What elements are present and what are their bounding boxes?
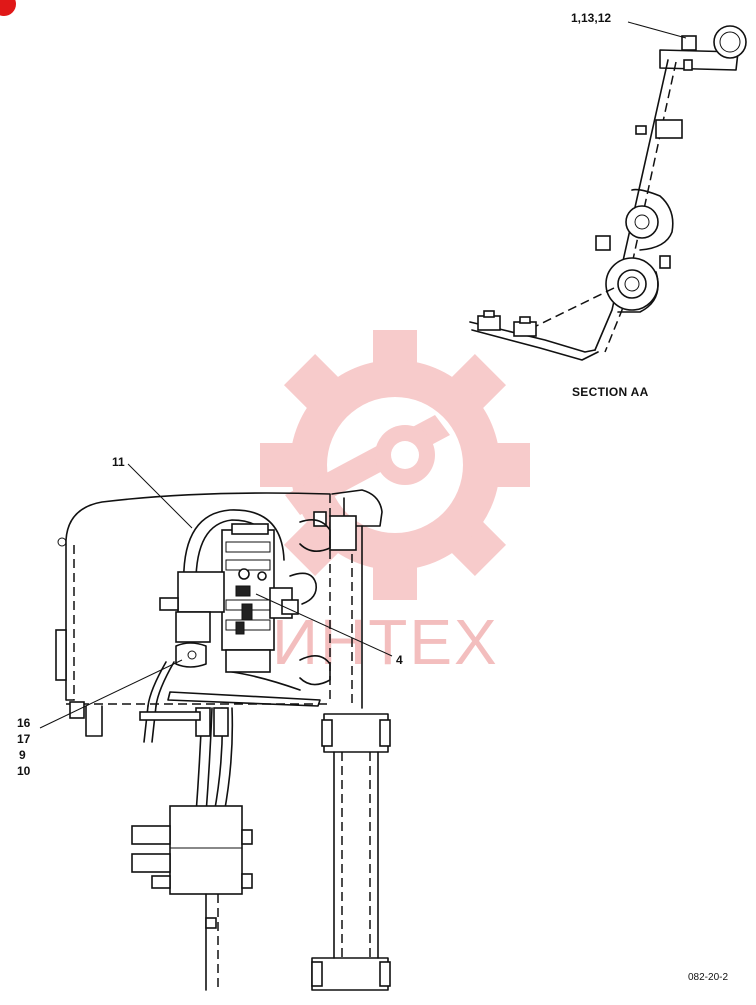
- section-aa-label: SECTION AA: [572, 385, 649, 399]
- corner-marker: [0, 0, 16, 16]
- leader-1-13-12: [627, 21, 687, 39]
- watermark-logo: ИНТЕХ: [260, 330, 530, 678]
- callout-11: 11: [112, 455, 125, 469]
- callout-16: 16: [17, 716, 31, 730]
- main-assembly: [55, 489, 391, 991]
- leader-16-17-9-10: [39, 659, 183, 729]
- callout-10: 10: [17, 764, 31, 778]
- figure-number: 082-20-2: [688, 972, 728, 983]
- callout-17: 17: [17, 732, 31, 746]
- leader-11: [127, 463, 193, 529]
- leader-4: [255, 593, 393, 657]
- callout-9: 9: [19, 748, 26, 762]
- callout-1-13-12: 1,13,12: [571, 11, 611, 25]
- callout-4: 4: [396, 653, 403, 667]
- section-aa-detail: [469, 25, 747, 361]
